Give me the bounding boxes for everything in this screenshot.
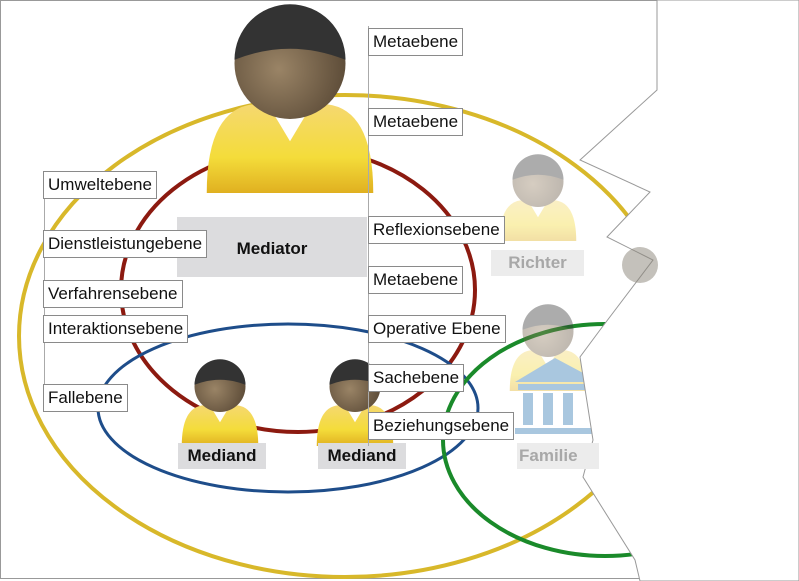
mediator-figure xyxy=(206,4,374,193)
level-umweltebene: Umweltebene xyxy=(43,171,157,199)
mediand2-label: Mediand xyxy=(318,443,406,469)
mediand1-label: Mediand xyxy=(178,443,266,469)
level-verfahrensebene: Verfahrensebene xyxy=(43,280,183,308)
partial-person-icon xyxy=(622,247,658,283)
mediator-label: Mediator xyxy=(177,217,367,277)
level-metaebene-1: Metaebene xyxy=(368,28,464,56)
level-beziehungsebene: Beziehungsebene xyxy=(368,412,515,440)
level-interaktionsebene: Interaktionsebene xyxy=(43,315,189,343)
level-fallebene: Fallebene xyxy=(43,384,128,412)
courthouse-icon xyxy=(515,358,600,434)
torn-edge xyxy=(579,0,799,581)
richter-figure xyxy=(499,154,577,241)
level-operative-ebene: Operative Ebene xyxy=(368,315,506,343)
level-sachebene: Sachebene xyxy=(368,364,465,392)
level-dienstleistungebene: Dienstleistungebene xyxy=(43,230,208,258)
interaktion-ellipse xyxy=(96,322,480,494)
richter-label: Richter xyxy=(491,250,584,276)
level-metaebene-3: Metaebene xyxy=(368,266,464,294)
level-reflexionsebene: Reflexionsebene xyxy=(368,216,505,244)
familie-label: Familie xyxy=(517,443,599,469)
level-metaebene-2: Metaebene xyxy=(368,108,464,136)
